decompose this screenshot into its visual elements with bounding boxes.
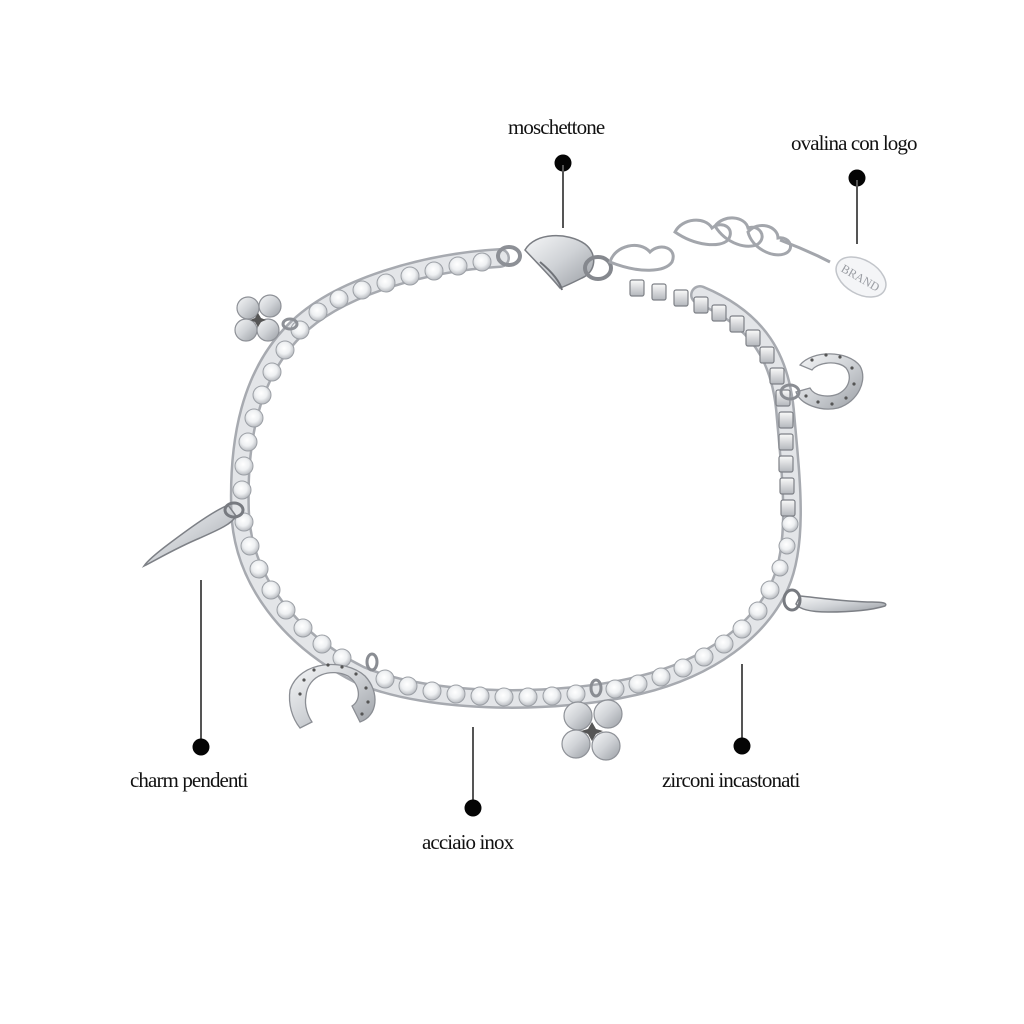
marker-dot [464, 799, 482, 817]
leader-line [741, 664, 743, 746]
label-ovalina: ovalina con logo [791, 131, 917, 155]
marker-dot [192, 738, 210, 756]
horn-charm-right [782, 588, 887, 613]
label-acciaio-inox: acciaio inox [422, 830, 514, 854]
marker-dot [733, 737, 751, 755]
tennis-chain [229, 248, 802, 709]
leader-line [562, 165, 564, 228]
clover-charm-lower [561, 678, 623, 761]
label-zirconi-incastonati: zirconi incastonati [662, 768, 800, 792]
leader-line [856, 180, 858, 244]
leader-line [472, 727, 474, 807]
marker-dot [848, 169, 866, 187]
logo-tag: BRAND [835, 256, 887, 298]
label-moschettone: moschettone [508, 115, 605, 139]
horn-charm-left [141, 501, 245, 568]
lobster-clasp [496, 234, 613, 291]
horseshoe-charm-lower [288, 652, 379, 729]
zircon-stones [232, 252, 799, 707]
extension-chain [608, 216, 831, 272]
marker-dot [554, 154, 572, 172]
box-chain [629, 279, 796, 517]
leader-line [200, 580, 202, 746]
label-charm-pendenti: charm pendenti [130, 768, 248, 792]
clover-charm-upper [234, 294, 299, 342]
horseshoe-charm-upper [779, 353, 864, 410]
